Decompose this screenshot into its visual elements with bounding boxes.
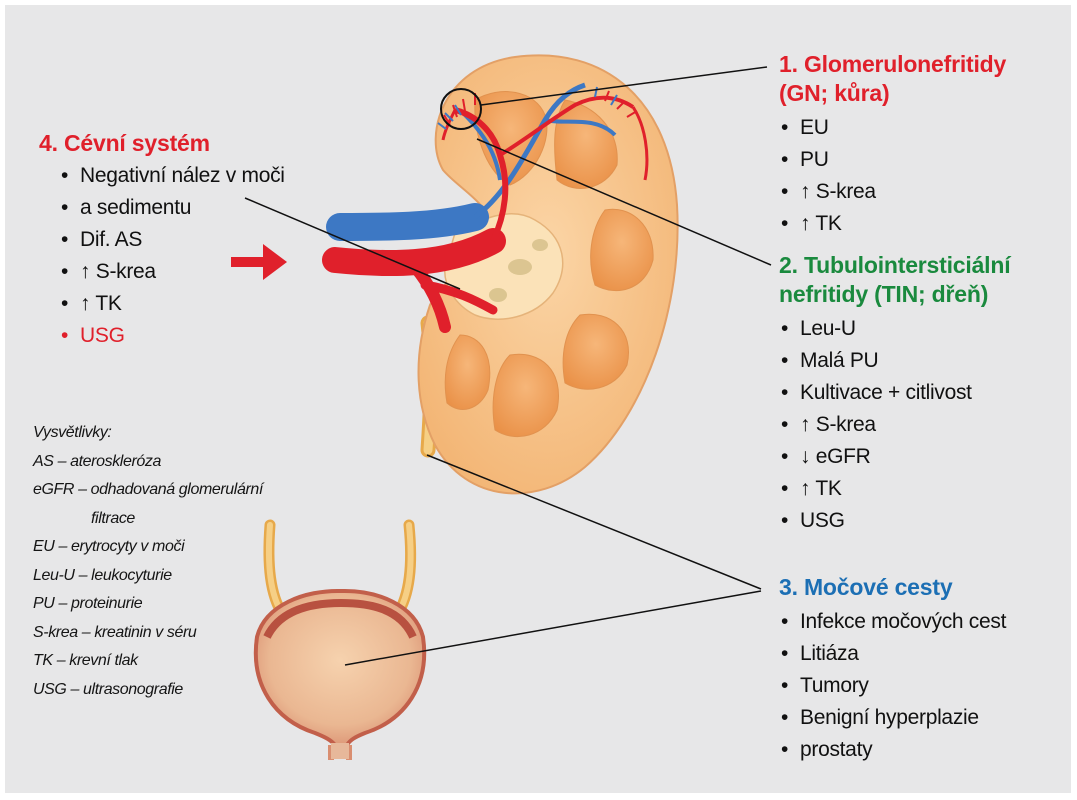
- list-item: ↑ S-krea: [779, 409, 1010, 441]
- section-tubulointerstitial: 2. Tubulointersticiální nefritidy (TIN; …: [779, 251, 1011, 537]
- tin-subtitle: nefritidy (TIN; dřeň): [779, 281, 989, 307]
- list-item: Tumory: [779, 670, 1006, 702]
- renal-vein: [326, 203, 489, 241]
- tin-list: Leu-U Malá PU Kultivace + citlivost ↑ S-…: [779, 313, 1010, 537]
- list-item: USG: [779, 505, 1010, 537]
- list-item: Leu-U: [779, 313, 1010, 345]
- list-item: ↑ TK: [779, 473, 1010, 505]
- list-item: ↓ eGFR: [779, 441, 1010, 473]
- leader-lines: [244, 66, 772, 666]
- list-item: Litiáza: [779, 638, 1006, 670]
- list-item: Kultivace + citlivost: [779, 377, 1010, 409]
- list-item: USG: [59, 320, 285, 352]
- bladder: [253, 588, 427, 747]
- list-item: PU: [779, 144, 1006, 176]
- legend-line: PU – proteinurie: [33, 595, 143, 612]
- legend-line: EU – erytrocyty v moči: [33, 538, 185, 555]
- list-item: a sedimentu: [59, 192, 285, 224]
- legend-line: AS – ateroskleróza: [33, 452, 161, 470]
- legend-line: S-krea – kreatinin v séru: [33, 623, 197, 641]
- list-item: prostaty: [779, 734, 1006, 766]
- legend-line: TK – krevní tlak: [33, 652, 138, 669]
- list-item: ↑ TK: [779, 208, 1006, 240]
- glomerulus-circle: [440, 88, 482, 130]
- section-urinary-tract: 3. Močové cesty Infekce močových cest Li…: [779, 573, 1006, 766]
- gn-list: EU PU ↑ S-krea ↑ TK: [779, 112, 1006, 240]
- section-glomerulonephritis: 1. Glomerulonefritidy (GN; kůra) EU PU ↑…: [779, 50, 1006, 240]
- kidney-illustration: [231, 54, 772, 760]
- urinary-list: Infekce močových cest Litiáza Tumory Ben…: [779, 606, 1006, 766]
- list-item: EU: [779, 112, 1006, 144]
- list-item: Dif. AS: [59, 224, 285, 256]
- medulla-pyramids: [444, 91, 654, 438]
- list-item: Malá PU: [779, 345, 1010, 377]
- legend-line: filtrace: [91, 509, 135, 527]
- list-item: Negativní nález v moči: [59, 160, 285, 192]
- list-item: ↑ S-krea: [59, 256, 285, 288]
- legend-heading: Vysvětlivky:: [33, 424, 112, 441]
- legend-line: Leu-U – leukocyturie: [33, 566, 172, 584]
- legend-line: eGFR – odhadovaná glomerulární: [33, 481, 263, 498]
- urinary-title: 3. Močové cesty: [779, 574, 953, 600]
- list-item: ↑ S-krea: [779, 176, 1006, 208]
- legend: Vysvětlivky: AS – ateroskleróza eGFR – o…: [33, 419, 333, 704]
- vascular-list: Negativní nález v moči a sedimentu Dif. …: [59, 160, 285, 352]
- list-item: ↑ TK: [59, 288, 285, 320]
- section-vascular: 4. Cévní systém Negativní nález v moči a…: [39, 129, 285, 352]
- vascular-title: 4. Cévní systém: [39, 130, 210, 156]
- list-item: Benigní hyperplazie: [779, 702, 1006, 734]
- gn-title: 1. Glomerulonefritidy: [779, 51, 1007, 77]
- legend-line: USG – ultrasonografie: [33, 680, 183, 698]
- renal-artery: [322, 228, 506, 277]
- list-item: Infekce močových cest: [779, 606, 1006, 638]
- tin-title: 2. Tubulointersticiální: [779, 252, 1011, 278]
- diagram-frame: 1. Glomerulonefritidy (GN; kůra) EU PU ↑…: [5, 5, 1071, 793]
- gn-subtitle: (GN; kůra): [779, 80, 890, 106]
